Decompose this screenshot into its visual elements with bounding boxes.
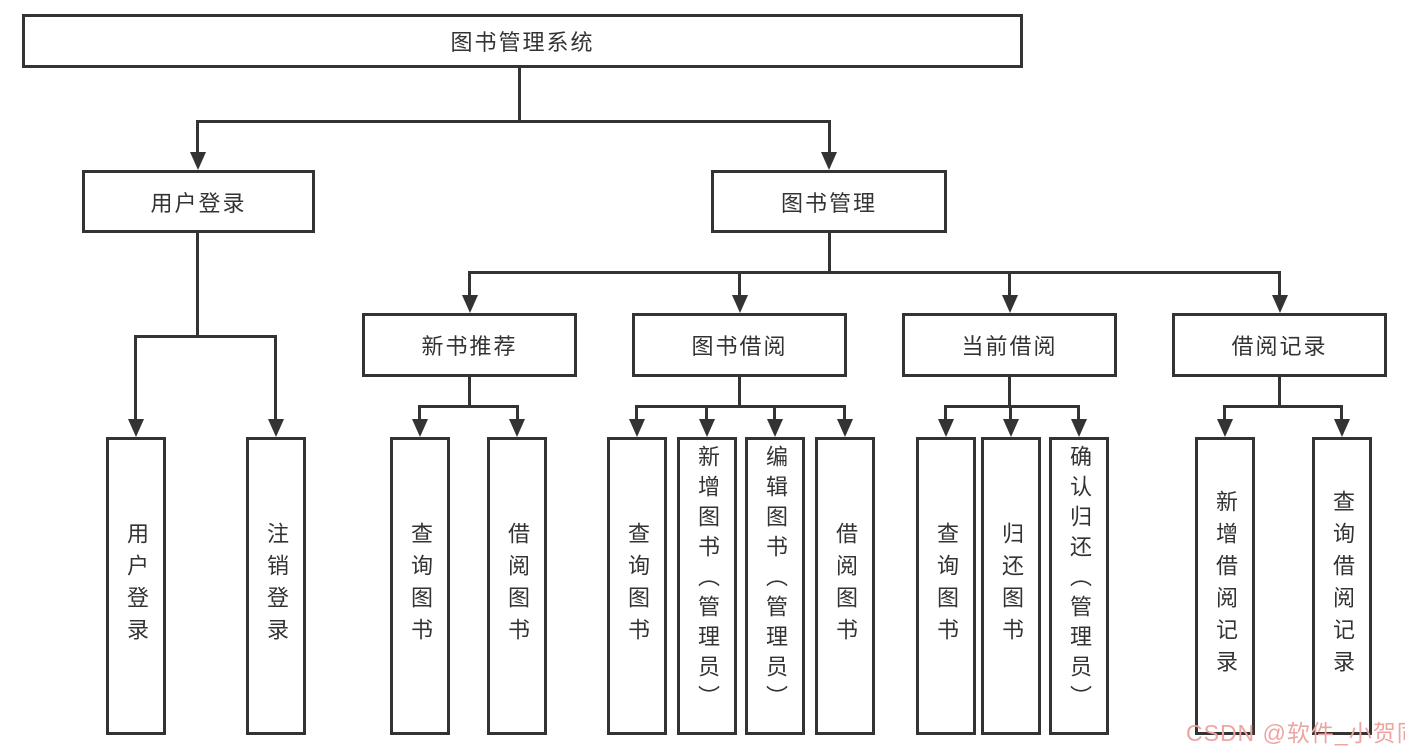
arrow-down-icon <box>1217 419 1233 437</box>
connector-line <box>773 405 776 421</box>
connector-line <box>1077 405 1080 421</box>
connector-line <box>635 405 638 421</box>
arrow-down-icon <box>462 295 478 313</box>
connector-line <box>468 271 1281 274</box>
arrow-down-icon <box>1071 419 1087 437</box>
connector-line <box>518 68 521 122</box>
leaf-query-borrow-record: 查询借阅记录 <box>1312 437 1372 735</box>
leaf-user-login: 用户登录 <box>106 437 166 735</box>
connector-line <box>468 271 471 299</box>
leaf-add-borrow-record: 新增借阅记录 <box>1195 437 1255 735</box>
arrow-down-icon <box>732 295 748 313</box>
connector-line <box>274 335 277 421</box>
connector-line <box>843 405 846 421</box>
leaf-query-books-recommend: 查询图书 <box>390 437 450 735</box>
arrow-down-icon <box>1334 419 1350 437</box>
connector-line <box>516 405 519 421</box>
connector-line <box>705 405 708 421</box>
arrow-down-icon <box>509 419 525 437</box>
arrow-down-icon <box>1003 419 1019 437</box>
arrow-down-icon <box>1002 295 1018 313</box>
connector-line <box>196 232 199 338</box>
connector-line <box>1009 405 1012 421</box>
connector-line <box>1223 405 1226 421</box>
connector-line <box>196 120 831 123</box>
node-current-borrow: 当前借阅 <box>902 313 1117 377</box>
arrow-down-icon <box>767 419 783 437</box>
connector-line <box>134 335 277 338</box>
connector-line <box>635 405 846 408</box>
connector-line <box>1278 375 1281 407</box>
connector-line <box>828 120 831 154</box>
leaf-query-books-borrow: 查询图书 <box>607 437 667 735</box>
connector-line <box>828 232 831 273</box>
leaf-edit-book-admin: 编辑图书（管理员） <box>745 437 805 735</box>
arrow-down-icon <box>1272 295 1288 313</box>
csdn-watermark: CSDN @软件_小贺同学 <box>1186 720 1405 746</box>
arrow-down-icon <box>938 419 954 437</box>
arrow-down-icon <box>412 419 428 437</box>
arrow-down-icon <box>268 419 284 437</box>
leaf-confirm-return-admin: 确认归还（管理员） <box>1049 437 1109 735</box>
arrow-down-icon <box>128 419 144 437</box>
arrow-down-icon <box>629 419 645 437</box>
node-new-book-recommend: 新书推荐 <box>362 313 577 377</box>
arrow-down-icon <box>190 152 206 170</box>
connector-line <box>1223 405 1343 408</box>
connector-line <box>418 405 421 421</box>
leaf-logout: 注销登录 <box>246 437 306 735</box>
connector-line <box>1008 271 1011 299</box>
connector-line <box>1008 375 1011 407</box>
node-book-management: 图书管理 <box>711 170 947 233</box>
connector-line <box>1340 405 1343 421</box>
arrow-down-icon <box>699 419 715 437</box>
node-user-login: 用户登录 <box>82 170 315 233</box>
leaf-borrow-books-recommend: 借阅图书 <box>487 437 547 735</box>
leaf-borrow-books: 借阅图书 <box>815 437 875 735</box>
connector-line <box>1278 271 1281 299</box>
node-borrow-records: 借阅记录 <box>1172 313 1387 377</box>
node-book-borrow: 图书借阅 <box>632 313 847 377</box>
connector-line <box>738 271 741 299</box>
connector-line <box>944 405 1080 408</box>
connector-line <box>196 120 199 154</box>
connector-line <box>468 375 471 407</box>
connector-line <box>418 405 519 408</box>
connector-line <box>738 375 741 407</box>
arrow-down-icon <box>837 419 853 437</box>
leaf-add-book-admin: 新增图书（管理员） <box>677 437 737 735</box>
arrow-down-icon <box>821 152 837 170</box>
connector-line <box>134 335 137 421</box>
leaf-return-book: 归还图书 <box>981 437 1041 735</box>
connector-line <box>944 405 947 421</box>
leaf-query-books-current: 查询图书 <box>916 437 976 735</box>
node-root: 图书管理系统 <box>22 14 1023 68</box>
